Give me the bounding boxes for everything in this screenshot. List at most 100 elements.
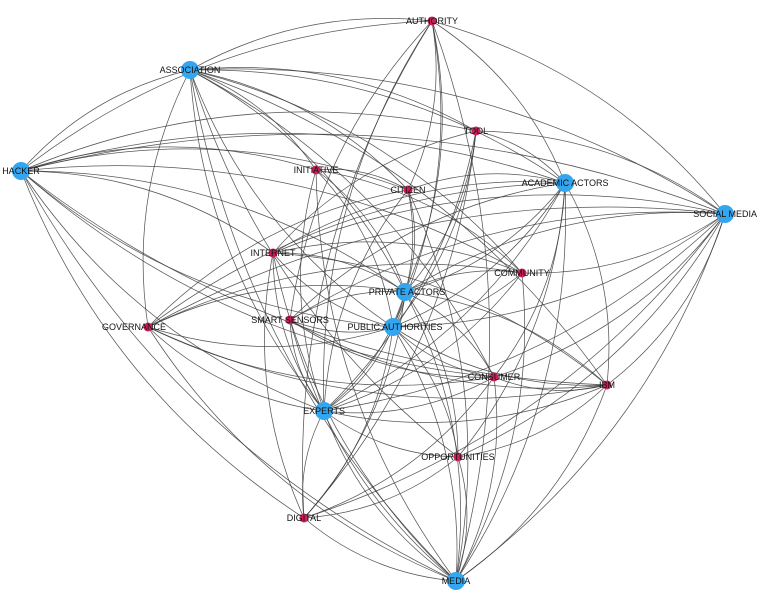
node-hacker[interactable] — [12, 162, 30, 180]
node-initiative[interactable] — [311, 165, 321, 175]
node-consumer[interactable] — [489, 372, 499, 382]
edge-digital-media — [303, 517, 457, 582]
node-internet[interactable] — [268, 248, 278, 258]
edge-social-media-opportunities — [457, 213, 726, 458]
node-association[interactable] — [181, 61, 199, 79]
edge-association-private-actors — [189, 69, 406, 293]
edge-private-actors-experts — [323, 291, 406, 412]
node-academic-actors[interactable] — [556, 174, 574, 192]
edge-consumer-media — [455, 376, 498, 582]
node-governance[interactable] — [143, 322, 153, 332]
edge-private-actors-opportunities — [404, 291, 459, 458]
edge-academic-actors-smart-sensors — [289, 182, 566, 321]
node-community[interactable] — [517, 268, 527, 278]
node-experts[interactable] — [315, 402, 333, 420]
node-citizen[interactable] — [403, 185, 413, 195]
edge-tool-digital — [303, 130, 477, 519]
edge-hacker-internet — [20, 170, 274, 254]
edge-association-initiative — [189, 69, 317, 171]
edge-public-authorities-digital — [303, 326, 394, 519]
edge-public-authorities-media — [392, 326, 458, 582]
edge-social-media-public-authorities — [392, 213, 726, 328]
label-media: MEDIA — [442, 576, 471, 586]
edge-initiative-community — [315, 169, 523, 274]
edge-academic-actors-internet — [272, 181, 566, 254]
label-association: ASSOCIATION — [160, 65, 221, 75]
edge-internet-private-actors — [272, 252, 406, 293]
edge-association-tool — [189, 67, 477, 132]
label-opportunities: OPPORTUNITIES — [421, 452, 494, 462]
edge-citizen-experts — [323, 189, 409, 412]
edge-internet-public-authorities — [272, 252, 394, 328]
label-initiative: INITIATIVE — [294, 165, 339, 175]
edge-authority-social-media — [431, 20, 726, 215]
node-public-authorities[interactable] — [384, 318, 402, 336]
edge-authority-citizen — [407, 20, 437, 191]
edge-governance-experts — [147, 326, 325, 412]
edge-social-media-community — [521, 213, 726, 274]
label-community: COMMUNITY — [494, 268, 550, 278]
edge-social-media-consumer — [493, 213, 726, 378]
edge-smart-sensors-experts — [289, 319, 325, 412]
edge-association-governance — [142, 69, 191, 328]
edge-experts-digital — [302, 410, 325, 519]
edge-tool-social-media — [475, 130, 726, 215]
edge-association-ibm — [189, 69, 608, 386]
edge-smart-sensors-ibm — [289, 319, 608, 389]
edge-hacker-association — [20, 69, 191, 172]
edge-experts-opportunities — [323, 410, 459, 458]
edge-tool-private-actors — [404, 130, 477, 293]
node-ibm[interactable] — [602, 380, 612, 390]
edge-hacker-public-authorities — [20, 170, 394, 328]
edge-consumer-digital — [303, 376, 495, 519]
node-media[interactable] — [447, 572, 465, 590]
node-tool[interactable] — [471, 126, 481, 136]
edge-tool-experts — [323, 130, 477, 412]
edge-smart-sensors-consumer — [289, 319, 495, 378]
edge-community-media — [455, 272, 526, 582]
label-tool: TOOL — [464, 126, 488, 136]
graph-edges — [20, 18, 726, 582]
node-private-actors[interactable] — [396, 283, 414, 301]
edge-experts-media — [323, 410, 457, 582]
edge-academic-actors-media — [455, 182, 566, 582]
node-authority[interactable] — [427, 16, 437, 26]
edge-social-media-digital — [303, 213, 726, 519]
edge-academic-actors-opportunities — [457, 182, 566, 458]
edge-internet-ibm — [272, 252, 608, 386]
edge-hacker-tool — [20, 111, 477, 172]
edge-community-public-authorities — [392, 272, 523, 328]
edge-social-media-internet — [272, 194, 726, 254]
edge-consumer-experts — [323, 376, 495, 414]
node-digital[interactable] — [299, 513, 309, 523]
graph-nodes — [12, 16, 734, 590]
edge-academic-actors-experts — [323, 182, 566, 412]
edge-association-opportunities — [189, 69, 459, 458]
edge-association-social-media — [189, 68, 726, 215]
edge-smart-sensors-media — [289, 319, 457, 582]
edge-hacker-citizen — [20, 148, 409, 191]
edge-authority-academic-actors — [431, 20, 566, 184]
edge-authority-media — [431, 20, 490, 582]
node-social-media[interactable] — [716, 205, 734, 223]
edge-citizen-academic-actors — [407, 173, 566, 191]
edge-hacker-ibm — [20, 170, 608, 386]
edge-internet-digital — [264, 252, 305, 519]
node-smart-sensors[interactable] — [285, 315, 295, 325]
edge-public-authorities-experts — [323, 326, 394, 412]
edge-ibm-media — [455, 384, 608, 582]
edge-initiative-public-authorities — [315, 169, 394, 328]
edge-association-citizen — [189, 69, 409, 191]
edge-citizen-governance — [147, 189, 409, 328]
edge-opportunities-digital — [303, 456, 459, 519]
edge-academic-actors-public-authorities — [392, 182, 566, 328]
edge-hacker-social-media — [20, 133, 726, 215]
label-authority: AUTHORITY — [406, 16, 458, 26]
edge-governance-ibm — [147, 326, 608, 399]
node-opportunities[interactable] — [453, 452, 463, 462]
edge-hacker-private-actors — [20, 170, 406, 293]
edge-social-media-smart-sensors — [289, 211, 726, 321]
edge-initiative-citizen — [315, 168, 409, 191]
